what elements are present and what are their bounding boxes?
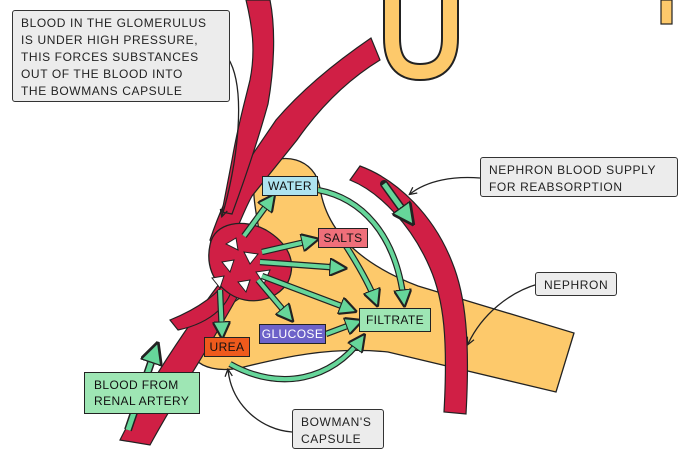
note-line: FOR REABSORPTION bbox=[489, 180, 623, 194]
note-line: RENAL ARTERY bbox=[94, 394, 190, 408]
bowmans-capsule-note: BOWMAN'S CAPSULE bbox=[292, 409, 384, 449]
renal-artery-label: BLOOD FROM RENAL ARTERY bbox=[84, 372, 200, 414]
loop-of-henle-fill bbox=[385, 0, 457, 80]
note-line: THE BOWMANS CAPSULE bbox=[21, 84, 183, 98]
note-line: THIS FORCES SUBSTANCES bbox=[21, 50, 199, 64]
note-line: OUT OF THE BLOOD INTO bbox=[21, 67, 183, 81]
note-line: IS UNDER HIGH PRESSURE, bbox=[21, 33, 199, 47]
collecting-duct bbox=[660, 0, 673, 25]
filtration-arrows bbox=[220, 186, 404, 383]
urea-label: UREA bbox=[204, 337, 250, 357]
glomerulus-note: BLOOD IN THE GLOMERULUS IS UNDER HIGH PR… bbox=[12, 10, 230, 102]
glucose-label: GLUCOSE bbox=[259, 324, 326, 344]
note-line: NEPHRON BLOOD SUPPLY bbox=[489, 163, 657, 177]
pointer-arrows bbox=[222, 57, 539, 433]
note-line: BOWMAN'S bbox=[301, 415, 372, 429]
salts-label: SALTS bbox=[318, 228, 368, 248]
note-line: BLOOD IN THE GLOMERULUS bbox=[21, 16, 207, 30]
note-line: BLOOD FROM bbox=[94, 378, 179, 392]
blood-supply-note: NEPHRON BLOOD SUPPLY FOR REABSORPTION bbox=[480, 157, 678, 197]
note-line: NEPHRON bbox=[544, 278, 609, 292]
water-label: WATER bbox=[262, 176, 318, 196]
filtrate-label: FILTRATE bbox=[359, 308, 431, 332]
note-line: CAPSULE bbox=[301, 432, 362, 446]
nephron-note: NEPHRON bbox=[535, 272, 617, 296]
